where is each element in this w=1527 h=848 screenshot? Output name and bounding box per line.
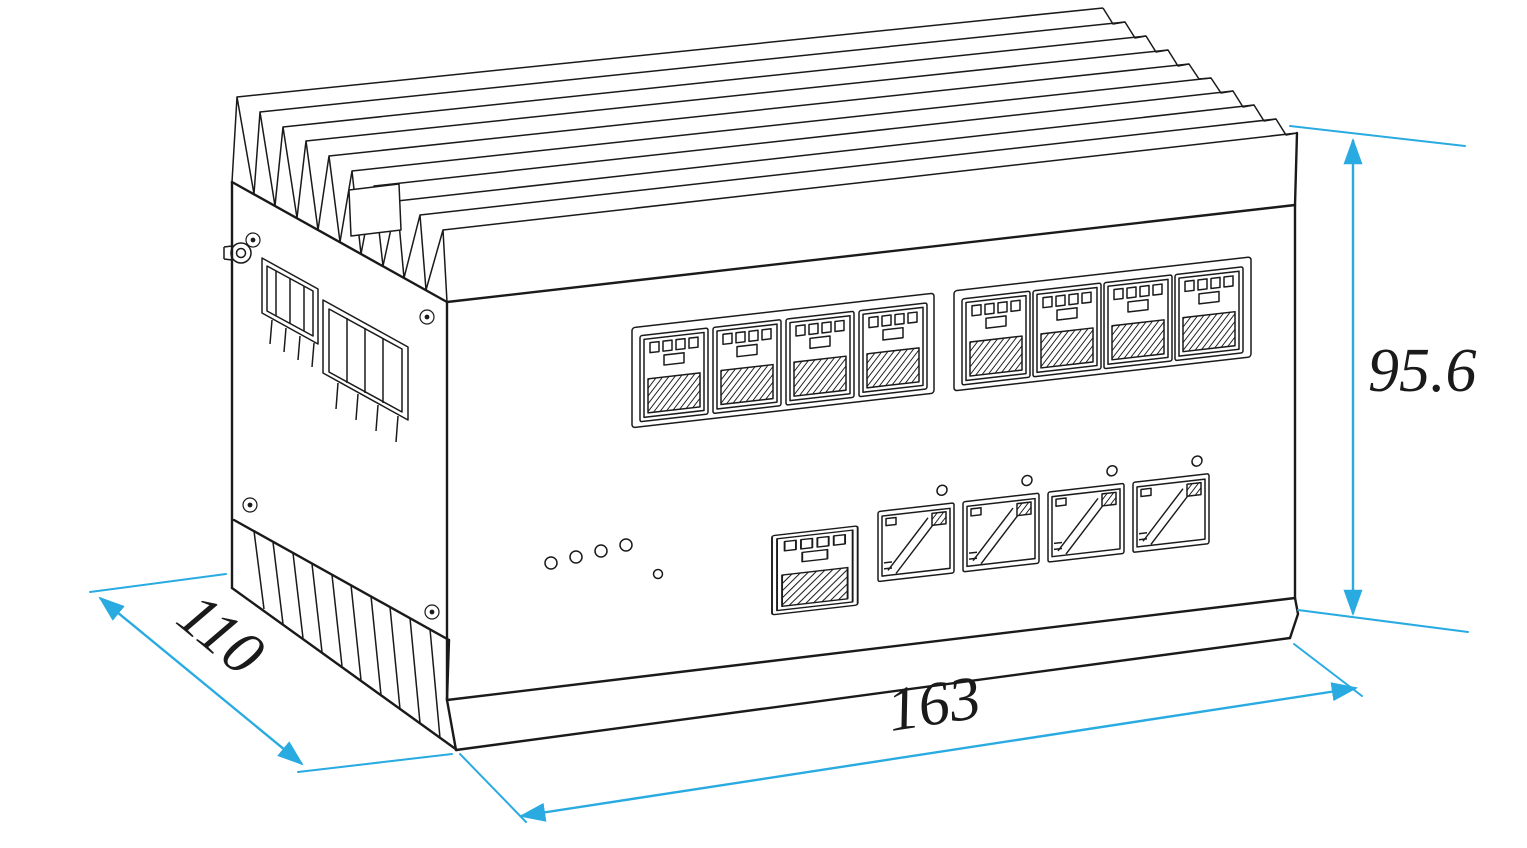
rj45-port: [1032, 282, 1102, 378]
rj45-port: [785, 310, 855, 406]
base-left-cap: [445, 698, 458, 752]
extension-line: [297, 753, 453, 773]
led-hole: [652, 568, 664, 580]
terminal-pins: [335, 382, 399, 443]
sfp-port: [962, 492, 1040, 573]
side-bottom-edge: [230, 586, 459, 752]
rj45-port: [961, 290, 1031, 386]
led-hole: [569, 550, 583, 564]
dimension-width: 163: [459, 643, 1363, 823]
dimension-height: 95.6: [1289, 125, 1477, 633]
sfp-led-hole: [1106, 464, 1118, 477]
chamfer-right-cap: [1293, 131, 1299, 207]
led-hole: [544, 556, 558, 570]
terminal-block-2: [322, 299, 409, 443]
terminal-pins: [269, 319, 315, 368]
fin-cutout: [348, 183, 402, 237]
screw: [242, 497, 258, 513]
device-drawing: [223, 7, 1300, 752]
dimension-depth: 110: [89, 573, 453, 773]
extension-line: [459, 753, 527, 823]
dimension-width-label: 163: [883, 664, 985, 745]
dimension-height-label: 95.6: [1368, 337, 1477, 405]
fin-serration-right: [1102, 7, 1298, 136]
led-hole: [619, 538, 633, 552]
rj45-port: [639, 327, 709, 423]
sfp-port: [1132, 472, 1210, 554]
fin-ridges: [236, 7, 1298, 231]
screw: [419, 309, 435, 325]
base-right-cap: [1288, 596, 1300, 640]
led-indicators: [544, 538, 664, 580]
dimension-annotations: 95.6 163 110: [89, 125, 1477, 823]
dimension-depth-label: 110: [165, 580, 276, 689]
left-side-panel: [223, 232, 441, 739]
terminal-block-1: [261, 257, 319, 368]
ground-stud: [223, 242, 252, 264]
screw: [245, 232, 261, 248]
rj45-port: [1174, 266, 1244, 362]
console-port: [771, 524, 859, 616]
dimension-line: [98, 596, 304, 766]
led-hole: [594, 544, 608, 558]
rj45-port: [1103, 274, 1173, 370]
ribs-front-cap: [445, 638, 451, 702]
ribs-top-edge: [232, 518, 451, 642]
dimension-line: [518, 682, 1359, 822]
panel-screws: [242, 232, 440, 620]
heatsink-fins: [231, 7, 1298, 303]
screw: [424, 604, 440, 620]
front-bottom-outer-edge: [454, 636, 1292, 752]
sfp-ports: [877, 455, 1210, 583]
extension-line: [1289, 125, 1466, 147]
extension-line: [89, 573, 227, 593]
ribbed-base: [253, 530, 441, 739]
rj45-port: [858, 302, 928, 398]
sfp-led-hole: [1021, 474, 1033, 487]
sfp-port: [877, 502, 955, 583]
rj45-port-group-2: [953, 256, 1252, 392]
front-panel-sheared: [631, 256, 1252, 616]
front-bottom-inner-edge: [445, 596, 1297, 702]
rj45-port: [712, 318, 782, 415]
extension-line: [1297, 609, 1469, 633]
side-top-edge: [230, 180, 449, 304]
front-top-edge: [445, 203, 1297, 304]
sfp-led-hole: [1191, 455, 1203, 467]
sfp-led-hole: [936, 484, 948, 497]
front-panel: [544, 256, 1252, 616]
sfp-port: [1047, 482, 1125, 563]
rj45-port-group-1: [631, 292, 935, 429]
